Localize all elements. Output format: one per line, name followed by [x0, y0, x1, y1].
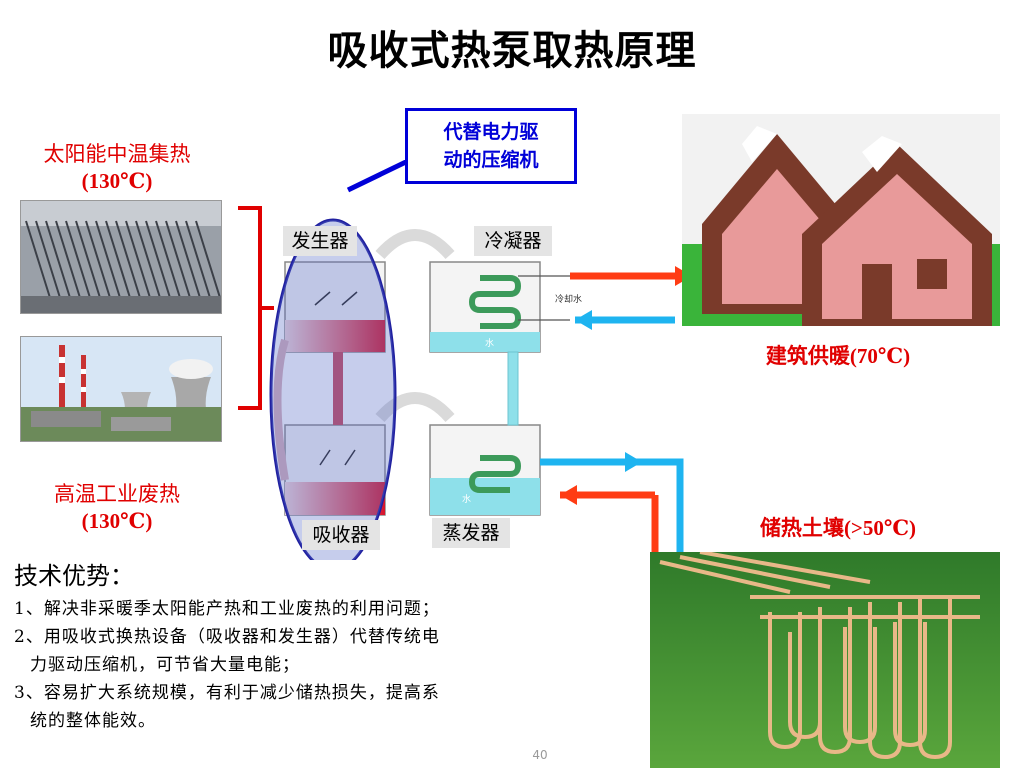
solar-label-text: 太阳能中温集热: [43, 142, 191, 166]
absorber-label: 吸收器: [302, 520, 380, 550]
soil-storage-image: [650, 552, 1000, 768]
heating-label-text: 建筑供暖: [765, 344, 850, 368]
storage-label: 储热土壤(>50℃): [728, 512, 948, 542]
highlight-ellipse: [269, 218, 397, 560]
return-pipe: [273, 338, 289, 481]
solution-pipe: [333, 352, 343, 425]
storage-arrows: [540, 452, 684, 560]
callout-pointer: [346, 160, 412, 193]
advantage-item: 统的整体能效。: [30, 711, 156, 731]
evaporator-label: 蒸发器: [432, 518, 510, 548]
waste-heat-label: 高温工业废热 (130℃): [12, 478, 222, 534]
storage-label-text: 储热土壤: [759, 516, 844, 540]
condenser-vessel: [429, 261, 570, 353]
callout-line-2: 动的压缩机: [443, 149, 539, 171]
advantages-section: 技术优势： 1、解决非采暖季太阳能产热和工业废热的利用问题； 2、用吸收式换热设…: [14, 556, 624, 735]
generator-label: 发生器: [283, 226, 357, 256]
page-title: 吸收式热泵取热原理: [327, 28, 697, 74]
evaporator-vessel: [429, 424, 541, 516]
heating-label: 建筑供暖(70℃): [738, 340, 938, 370]
highlight-ellipse-fill: [271, 220, 395, 560]
refrigerant-pipe: [507, 351, 519, 426]
heating-temp: (70℃): [849, 344, 911, 368]
solar-label: 太阳能中温集热 (130℃): [12, 138, 222, 194]
building-heating-image: [682, 114, 1000, 326]
advantage-item: 2、用吸收式换热设备（吸收器和发生器）代替传统电: [14, 627, 440, 647]
generator-vessel: [284, 261, 386, 353]
condenser-label: 冷凝器: [474, 226, 552, 256]
callout-line-1: 代替电力驱: [443, 121, 539, 143]
absorber-vessel: [284, 424, 386, 516]
advantage-item: 1、解决非采暖季太阳能产热和工业废热的利用问题；: [14, 599, 440, 619]
storage-temp: (>50℃): [843, 516, 917, 540]
source-bracket: [238, 206, 274, 410]
waste-heat-label-text: 高温工业废热: [54, 482, 180, 506]
waste-heat-temp: (130℃): [81, 509, 153, 533]
advantage-item: 3、容易扩大系统规模，有利于减少储热损失，提高系: [14, 683, 440, 703]
compressor-callout: 代替电力驱 动的压缩机: [405, 108, 577, 184]
vapor-arc-top: [375, 229, 455, 260]
industrial-plant-photo: [20, 336, 222, 442]
heat-pump-diagram: 冷却水 水 水: [238, 160, 692, 560]
solar-temp: (130℃): [81, 169, 153, 193]
page-number: 40: [532, 748, 548, 762]
heating-arrows: [570, 266, 692, 330]
vapor-arc-bottom: [375, 392, 455, 423]
condenser-water-label: 水: [485, 337, 494, 348]
cooling-water-label: 冷却水: [555, 293, 582, 304]
advantage-item: 力驱动压缩机，可节省大量电能；: [30, 655, 300, 675]
evaporator-water-label: 水: [462, 493, 471, 504]
solar-collector-photo: [20, 200, 222, 314]
advantages-heading: 技术优势：: [14, 562, 134, 590]
